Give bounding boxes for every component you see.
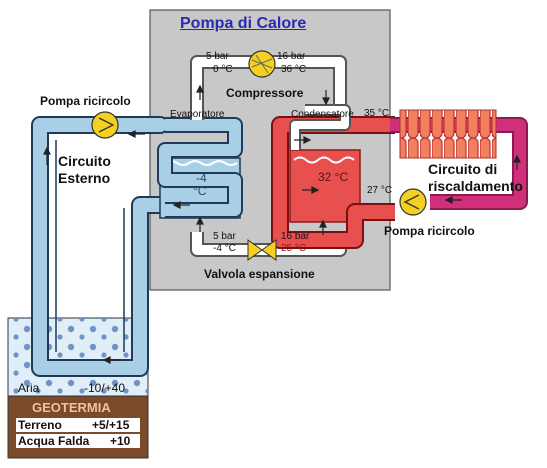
external-circuit-label-2: Esterno [58, 170, 111, 186]
expansion-valve [247, 239, 277, 261]
evaporator-label: Evaporatore [170, 109, 225, 120]
diagram-title: Pompa di Calore [180, 15, 307, 32]
water-label: Acqua Falda [18, 434, 90, 448]
pump-right-label: Pompa ricircolo [384, 224, 475, 238]
flow-arrows [43, 84, 521, 364]
expansion-valve-label: Valvola espansione [204, 267, 315, 281]
condenser-label: Condensatore [291, 109, 354, 120]
bottom-right-temp: 25 °C [281, 243, 307, 254]
air-range: -10/+40 [84, 381, 126, 395]
top-right-temp: 36 °C [281, 64, 307, 75]
heat-out-temp: 35 °C [364, 108, 390, 119]
bottom-left-temp: -4 °C [213, 243, 236, 254]
condenser-temp: 32 °C [318, 170, 349, 184]
top-left-temp: 0 °C [213, 64, 233, 75]
compressor [248, 50, 276, 78]
radiator [399, 109, 497, 159]
heating-circuit-label-1: Circuito di [428, 161, 498, 177]
heat-return-temp: 27 °C [367, 185, 393, 196]
terrain-label: Terreno [18, 418, 62, 432]
terrain-range: +5/+15 [92, 418, 130, 432]
water-range: +10 [110, 434, 131, 448]
top-left-pressure: 5 bar [206, 51, 229, 62]
pump-right [399, 188, 427, 216]
evaporator-temp-line1: -4 [196, 171, 207, 185]
external-circuit-label-1: Circuito [58, 153, 111, 169]
geothermal-title: GEOTERMIA [32, 400, 111, 415]
air-label: Aria [18, 381, 40, 395]
pump-left [91, 111, 119, 139]
bottom-right-pressure: 16 bar [281, 231, 310, 242]
pump-left-label: Pompa ricircolo [40, 94, 131, 108]
heating-circuit-label-2: riscaldamento [428, 178, 523, 194]
evaporator-temp-line2: °C [193, 184, 207, 198]
external-circuit-pipe [31, 116, 179, 377]
bottom-left-pressure: 5 bar [213, 231, 236, 242]
compressor-label: Compressore [226, 86, 304, 100]
top-right-pressure: 16 bar [277, 51, 306, 62]
